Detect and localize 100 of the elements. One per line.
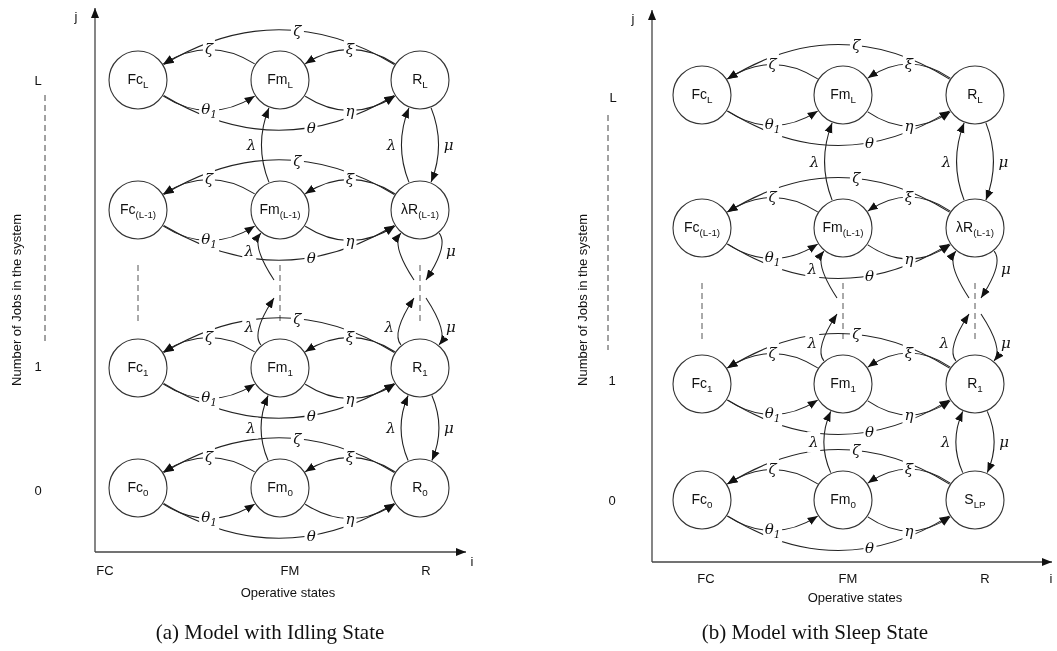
- arrow: [726, 177, 951, 213]
- state-circle: [250, 338, 310, 398]
- state-label: R$_{1}$: [412, 358, 428, 378]
- edge-label: ζ: [202, 327, 216, 348]
- state-label: Fc$_{1}$: [127, 358, 149, 378]
- arrow: [726, 449, 951, 485]
- arrow: [425, 297, 448, 346]
- arrow: [304, 383, 396, 400]
- state-circle: [945, 354, 1005, 414]
- tick-label: FC: [96, 562, 114, 578]
- state-circle: [250, 50, 310, 110]
- edge-label: ξ: [343, 39, 357, 60]
- arrow: [304, 336, 396, 353]
- arrow: [400, 394, 409, 462]
- state-label: Fc$_{0}$: [691, 490, 713, 510]
- tick-label: 0: [608, 492, 616, 508]
- arrow: [824, 122, 833, 201]
- tick-label: R: [980, 570, 990, 586]
- edge-label: λ: [805, 258, 819, 280]
- state-label: λR$_{(L-1)}$: [401, 200, 439, 220]
- state-circle: [945, 470, 1005, 530]
- arrow: [980, 250, 998, 299]
- arrow: [956, 122, 965, 201]
- arrow: [252, 232, 275, 281]
- arrow: [163, 94, 395, 131]
- arrow: [257, 297, 275, 346]
- axis-label: j: [631, 10, 635, 26]
- tick-label: FC: [697, 570, 715, 586]
- tick-label: 1: [34, 358, 42, 374]
- state-circle: [813, 65, 873, 125]
- state-circle: [672, 470, 732, 530]
- arrow: [163, 159, 395, 196]
- state-label: R$_{L}$: [412, 70, 428, 90]
- state-label: S$_{LP}$: [964, 490, 986, 510]
- state-circle: [390, 50, 450, 110]
- arrow: [162, 336, 256, 353]
- arrow: [867, 516, 951, 532]
- state-circle: [250, 180, 310, 240]
- state-circle: [813, 354, 873, 414]
- arrow: [726, 243, 951, 279]
- arrow: [430, 107, 440, 183]
- state-circle: [813, 470, 873, 530]
- arrow: [431, 394, 440, 462]
- edge-label: ζ: [202, 39, 216, 60]
- arrow: [726, 333, 951, 369]
- state-label: Fm$_{1}$: [830, 374, 856, 394]
- figure-caption: (b) Model with Sleep State: [701, 619, 929, 645]
- edge-label: ξ: [902, 53, 916, 75]
- arrow: [867, 468, 951, 484]
- arrow: [162, 456, 256, 473]
- state-circle: [390, 338, 450, 398]
- arrow: [162, 383, 256, 400]
- arrow: [163, 224, 395, 261]
- arrow: [815, 250, 838, 299]
- arrow: [260, 394, 269, 462]
- arrow: [397, 297, 415, 346]
- arrow: [260, 107, 270, 183]
- edge-label: ζ: [766, 54, 779, 75]
- state-label: Fm$_{L}$: [830, 85, 856, 105]
- state-label: Fc$_{1}$: [691, 374, 713, 394]
- arrow: [304, 456, 396, 473]
- state-circle: [108, 338, 168, 398]
- arrow: [163, 29, 395, 66]
- arrow: [726, 515, 951, 551]
- arrow: [867, 111, 951, 127]
- state-label: Fm$_{0}$: [267, 478, 293, 498]
- state-label: Fm$_{L}$: [267, 70, 293, 90]
- state-label: Fc$_{(L-1)}$: [119, 200, 157, 220]
- arrow: [867, 352, 951, 368]
- arrow: [304, 48, 396, 65]
- tick-label: FM: [280, 562, 300, 578]
- arrow: [980, 313, 1003, 362]
- arrow: [726, 352, 819, 369]
- state-circle: [672, 198, 732, 258]
- state-circle: [945, 198, 1005, 258]
- arrow: [867, 196, 951, 212]
- arrow: [162, 178, 256, 195]
- arrow: [986, 410, 995, 474]
- arrow: [400, 107, 410, 183]
- edge-label: ξ: [343, 447, 357, 468]
- axis-title: Number of Jobs in the system: [574, 214, 590, 386]
- arrow: [726, 399, 951, 435]
- arrow: [162, 503, 256, 520]
- state-label: Fm$_{0}$: [830, 490, 856, 510]
- axis-label: i: [1049, 570, 1053, 586]
- state-circle: [672, 354, 732, 414]
- arrow: [304, 178, 396, 195]
- state-label: Fc$_{L}$: [691, 85, 713, 105]
- state-label: Fc$_{(L-1)}$: [683, 218, 721, 238]
- arrow: [985, 122, 994, 201]
- tick-label: R: [421, 562, 431, 578]
- state-label: Fc$_{L}$: [127, 70, 149, 90]
- tick-label: L: [34, 72, 42, 88]
- edge-label: ζ: [766, 187, 779, 208]
- state-label: Fc$_{0}$: [127, 478, 149, 498]
- figure-caption: (a) Model with Idling State: [155, 619, 385, 645]
- arrow: [726, 44, 951, 80]
- state-label: Fm$_{(L-1)}$: [259, 200, 301, 220]
- arrow: [955, 410, 964, 474]
- arrow: [726, 196, 819, 213]
